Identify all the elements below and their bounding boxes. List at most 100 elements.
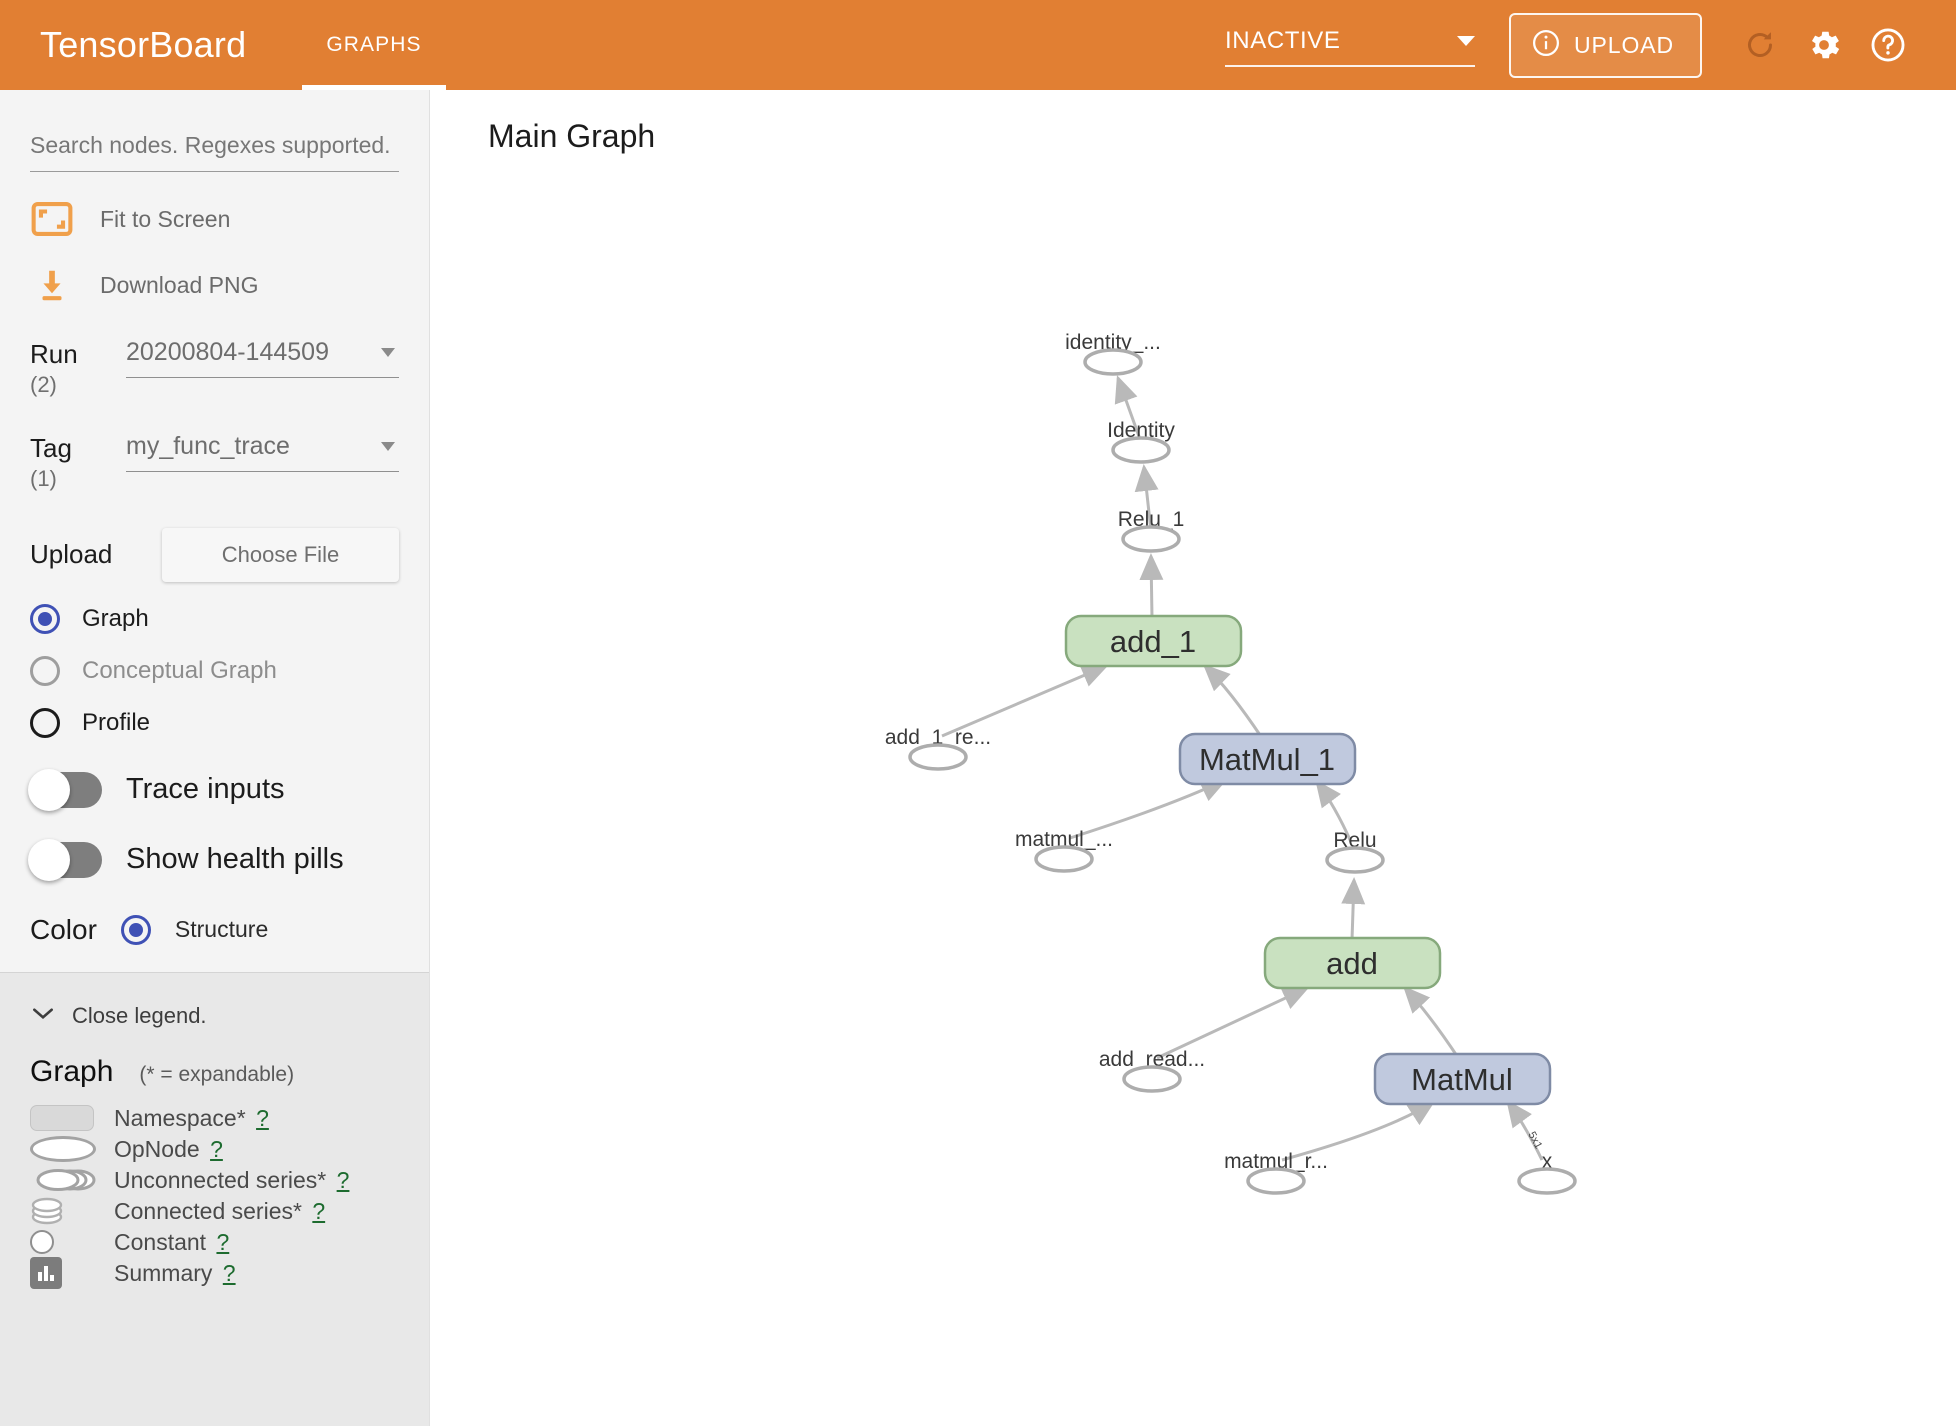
legend-label-opnode: OpNode — [114, 1135, 200, 1162]
constant-icon — [30, 1230, 114, 1255]
refresh-icon[interactable] — [1728, 13, 1792, 77]
help-link-summary[interactable]: ? — [222, 1259, 236, 1286]
close-legend-label: Close legend. — [72, 1002, 207, 1028]
node-label-add: add — [1326, 946, 1378, 981]
toggle-trace-inputs[interactable]: Trace inputs — [28, 768, 399, 811]
node-shape-matmul-1[interactable] — [1178, 732, 1357, 786]
node-shape-identity[interactable] — [1111, 436, 1171, 464]
tag-label-group: Tag (1) — [30, 430, 126, 492]
node-matmul-1[interactable]: MatMul_1 — [1178, 732, 1357, 786]
node-identity[interactable]: Identity — [1107, 419, 1175, 464]
upload-button-label: UPLOAD — [1574, 31, 1674, 58]
fit-to-screen-button[interactable]: Fit to Screen — [30, 202, 399, 236]
node-matmul-read[interactable]: matmul_... — [1015, 828, 1113, 873]
page-title: Main Graph — [488, 118, 656, 154]
run-label: Run — [30, 339, 78, 369]
chevron-down-icon — [30, 1004, 56, 1027]
help-link-connected-series[interactable]: ? — [312, 1197, 326, 1224]
help-link-namespace[interactable]: ? — [256, 1104, 269, 1131]
edge-addread-to-add — [1156, 986, 1310, 1060]
node-label-add-1-read: add_1_re... — [885, 726, 991, 749]
node-shape-add[interactable] — [1263, 936, 1442, 990]
node-add[interactable]: add — [1263, 936, 1442, 990]
chevron-down-icon — [381, 348, 395, 357]
node-label-add-read: add_read... — [1099, 1048, 1205, 1071]
node-matmul-r[interactable]: matmul_r... — [1224, 1150, 1328, 1195]
node-shape-matmul-read[interactable] — [1034, 845, 1094, 873]
radio-graph[interactable]: Graph — [30, 603, 399, 634]
node-add-1-read[interactable]: add_1_re... — [885, 726, 991, 771]
node-add-1[interactable]: add_1 — [1064, 614, 1243, 668]
upload-row: Upload Choose File — [30, 527, 399, 582]
node-x[interactable]: x — [1517, 1150, 1577, 1195]
node-matmul[interactable]: MatMul — [1373, 1052, 1552, 1106]
header-actions: INACTIVE UPLOAD — [1225, 12, 1956, 78]
tab-graphs[interactable]: GRAPHS — [302, 0, 446, 90]
legend-label-summary: Summary — [114, 1259, 213, 1286]
node-shape-identity-1[interactable] — [1083, 348, 1143, 376]
legend-header: Graph (* = expandable) — [30, 1055, 399, 1089]
graph-edges — [941, 375, 1544, 1162]
upload-button[interactable]: UPLOAD — [1509, 12, 1702, 78]
node-identity-1[interactable]: identity_... — [1065, 331, 1161, 376]
graph-svg[interactable]: identity_... Identity Relu_1 add_1 — [430, 90, 1956, 1426]
node-add-read[interactable]: add_read... — [1099, 1048, 1205, 1093]
node-label-add-1: add_1 — [1110, 624, 1196, 659]
tag-dropdown[interactable]: my_func_trace — [126, 432, 399, 472]
radio-structure-indicator[interactable] — [120, 914, 151, 945]
nav-tabs: GRAPHS — [302, 0, 446, 90]
radio-profile-label: Profile — [82, 708, 151, 736]
edge-add1read-to-add1 — [941, 664, 1109, 738]
legend-label-connected-series: Connected series* — [114, 1197, 302, 1224]
help-link-constant[interactable]: ? — [216, 1228, 230, 1255]
radio-profile[interactable]: Profile — [30, 707, 399, 738]
app-header: TensorBoard GRAPHS INACTIVE UPLOAD — [0, 0, 1956, 90]
help-link-unconnected-series[interactable]: ? — [336, 1166, 350, 1193]
tag-label: Tag — [30, 432, 72, 463]
node-shape-add-1-read[interactable] — [908, 743, 968, 771]
radio-profile-indicator — [30, 707, 60, 738]
close-legend-button[interactable]: Close legend. — [30, 1003, 399, 1029]
node-label-relu: Relu — [1333, 829, 1376, 852]
gear-icon[interactable] — [1792, 13, 1856, 77]
node-shape-add-read[interactable] — [1122, 1065, 1182, 1093]
node-shape-matmul-r[interactable] — [1246, 1167, 1306, 1195]
node-shape-x[interactable] — [1517, 1167, 1577, 1195]
toggle-trace-inputs-switch[interactable] — [28, 768, 102, 811]
choose-file-button[interactable]: Choose File — [162, 527, 399, 582]
graph-canvas[interactable]: Main Graph — [430, 90, 1956, 1426]
node-label-matmul-1: MatMul_1 — [1199, 742, 1335, 777]
help-circle-icon[interactable] — [1856, 13, 1920, 77]
toggle-show-health-pills[interactable]: Show health pills — [28, 838, 399, 881]
fit-to-screen-icon — [30, 202, 74, 236]
graph-nodes: identity_... Identity Relu_1 add_1 — [885, 331, 1577, 1195]
sidebar: Fit to Screen Download PNG Run (2) — [0, 90, 430, 1426]
node-shape-relu[interactable] — [1325, 846, 1385, 874]
edge-relu-to-matmul1 — [1315, 779, 1353, 843]
node-shape-add-1[interactable] — [1064, 614, 1243, 668]
node-relu-1[interactable]: Relu_1 — [1118, 508, 1185, 553]
node-label-matmul-read: matmul_... — [1015, 828, 1113, 851]
connected-series-icon — [30, 1195, 114, 1227]
node-shape-relu-1[interactable] — [1121, 525, 1181, 553]
radio-conceptual-graph[interactable]: Conceptual Graph — [30, 655, 399, 686]
download-png-button[interactable]: Download PNG — [30, 266, 399, 304]
edge-identity-to-identity1 — [1114, 375, 1143, 443]
legend-item-summary: Summary ? — [30, 1257, 399, 1290]
radio-conceptual-graph-label: Conceptual Graph — [82, 656, 277, 684]
help-link-opnode[interactable]: ? — [210, 1135, 223, 1162]
run-count: (2) — [30, 371, 57, 397]
info-circle-icon — [1531, 28, 1561, 63]
toggle-trace-inputs-label: Trace inputs — [126, 773, 285, 806]
node-shape-matmul[interactable] — [1373, 1052, 1552, 1106]
run-label-group: Run (2) — [30, 336, 126, 398]
search-input[interactable] — [30, 128, 399, 172]
edge-matmulread-to-matmul1 — [1069, 778, 1228, 840]
toggle-show-health-pills-switch[interactable] — [28, 838, 102, 881]
legend-label-namespace: Namespace* — [114, 1104, 246, 1131]
run-status-dropdown[interactable]: INACTIVE — [1225, 23, 1476, 67]
chevron-down-icon — [381, 441, 395, 451]
app-brand: TensorBoard — [40, 24, 247, 65]
run-dropdown[interactable]: 20200804-144509 — [126, 338, 399, 378]
node-relu[interactable]: Relu — [1325, 829, 1385, 874]
